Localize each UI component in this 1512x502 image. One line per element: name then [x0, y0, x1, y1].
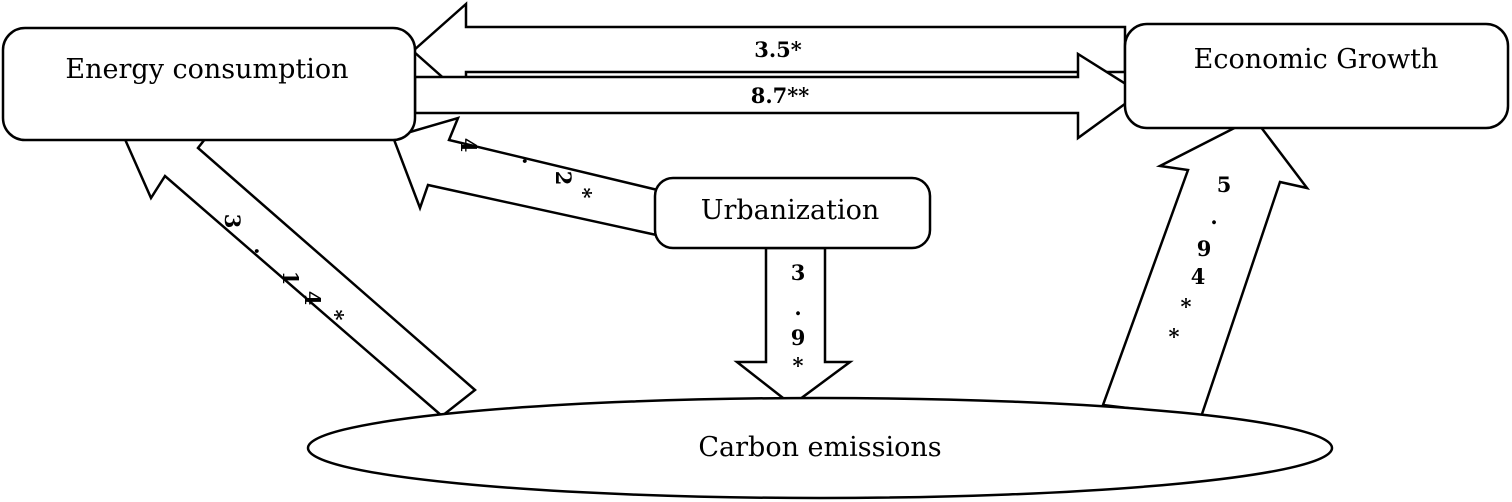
label-urban-to-energy-char: 4: [456, 138, 481, 153]
label-carbon-to-energy-char: *: [323, 310, 348, 321]
label-carbon-to-energy-char: 4: [300, 291, 325, 306]
label-carbon-to-energy-char: 3: [220, 214, 245, 229]
arrow-growth-to-energy: [411, 1, 1127, 101]
stacked-edge-labels: 4.2*3.14*3.9*5.94**: [220, 138, 1231, 378]
label-carbon-to-growth-char: 5: [1217, 172, 1232, 197]
node-economic-growth: [1123, 22, 1510, 130]
label-carbon-to-energy-char: .: [250, 247, 275, 254]
node-carbon-emissions: [306, 396, 1334, 500]
node-energy-consumption-label: Energy consumption: [65, 54, 348, 85]
label-carbon-to-growth-char: *: [1181, 294, 1192, 319]
label-carbon-to-energy-char: 1: [278, 271, 303, 286]
label-urban-to-energy-char: 2: [551, 171, 576, 186]
label-carbon-to-growth-char: 4: [1191, 264, 1206, 289]
label-growth-to-energy: 3.5*: [754, 37, 802, 62]
node-carbon-emissions-label: Carbon emissions: [698, 432, 941, 463]
label-urban-to-energy-char: .: [518, 157, 543, 164]
node-urbanization-label: Urbanization: [701, 195, 880, 226]
label-urban-to-energy-char: *: [571, 188, 596, 199]
node-economic-growth-label: Economic Growth: [1194, 44, 1439, 75]
label-urban-to-carbon-char: *: [793, 353, 804, 378]
label-carbon-to-growth-char: .: [1210, 204, 1217, 229]
arrow-energy-to-growth: [413, 51, 1143, 141]
label-urban-to-carbon-char: 3: [791, 260, 806, 285]
arrow-urban-to-carbon: [733, 246, 854, 407]
label-urban-to-carbon-char: .: [794, 295, 801, 320]
arrow-urban-to-energy: [391, 116, 668, 238]
label-carbon-to-growth-char: 9: [1197, 236, 1212, 261]
node-urbanization: [653, 176, 932, 250]
label-carbon-to-growth-char: *: [1169, 324, 1180, 349]
label-urban-to-carbon-char: 9: [791, 325, 806, 350]
label-energy-to-growth: 8.7**: [751, 83, 810, 108]
node-energy-consumption: [1, 26, 417, 142]
